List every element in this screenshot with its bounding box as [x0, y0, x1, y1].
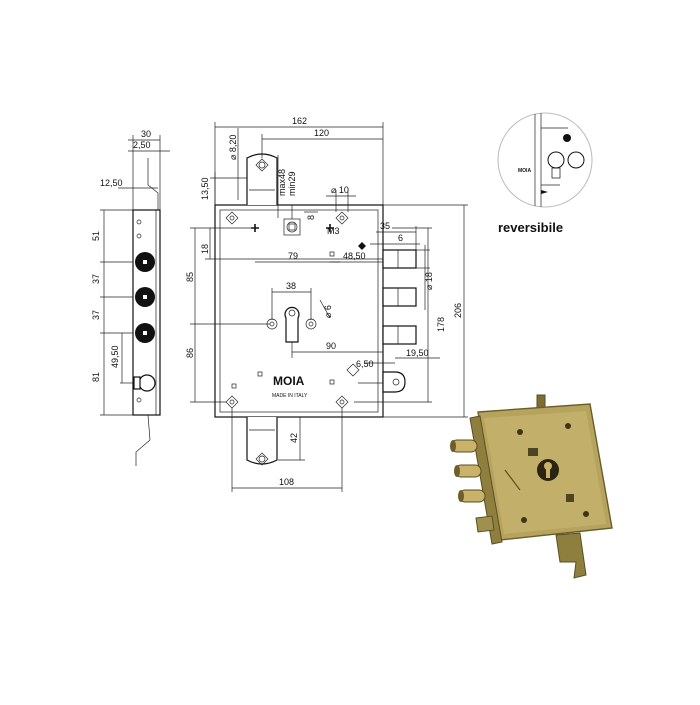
front-made-in-italy: MADE IN ITALY — [272, 393, 308, 399]
dim-108: 108 — [279, 477, 294, 487]
dim-10: ⌀ 10 — [331, 185, 349, 195]
dim-48-50: 48,50 — [343, 251, 366, 261]
thumb-brand: MOIA — [518, 168, 531, 174]
dim-90: 90 — [326, 341, 336, 351]
dim-85: 85 — [185, 272, 195, 282]
front-brand: MOIA — [273, 374, 305, 388]
dim-6-50: 6,50 — [356, 359, 374, 369]
lock-side-view: 30 2,50 12,50 51 37 37 49,50 81 — [91, 129, 170, 466]
reversibile-label: reversibile — [498, 220, 563, 235]
dim-19-50: 19,50 — [406, 348, 429, 358]
dim-162: 162 — [292, 116, 307, 126]
side-dim-37a: 37 — [91, 274, 101, 284]
dim-max48: max48 — [277, 169, 287, 196]
dim-18-bolt: ⌀ 18 — [424, 272, 434, 290]
side-hook-dim: 12,50 — [100, 178, 123, 188]
dim-178: 178 — [436, 317, 446, 332]
side-plate-dim: 2,50 — [133, 140, 151, 150]
dim-m3: M3 — [327, 226, 340, 236]
side-dim-49-50: 49,50 — [110, 345, 120, 368]
dim-8-20: ⌀ 8,20 — [228, 135, 238, 160]
dim-6: 6 — [398, 233, 403, 243]
dim-8: 8 — [306, 215, 316, 220]
dim-13-50: 13,50 — [200, 177, 210, 200]
reversible-lock-thumbnail: MOIA — [497, 112, 593, 208]
dim-38: 38 — [286, 281, 296, 291]
dim-35: 35 — [380, 221, 390, 231]
side-dim-51: 51 — [91, 231, 101, 241]
dim-6-key: ⌀ 6 — [323, 305, 333, 318]
dim-min29: min29 — [287, 171, 297, 196]
dim-79: 79 — [288, 251, 298, 261]
side-width-dim: 30 — [141, 129, 151, 139]
dim-120: 120 — [314, 128, 329, 138]
lock-front-view: MOIA MADE IN ITALY 162 120 ⌀ 8,20 13,50 … — [185, 116, 468, 492]
side-dim-81: 81 — [91, 372, 101, 382]
dim-206: 206 — [453, 303, 463, 318]
dim-18: 18 — [200, 244, 210, 254]
dim-42: 42 — [289, 433, 299, 443]
side-dim-37b: 37 — [91, 310, 101, 320]
lock-photo — [450, 394, 613, 579]
dim-86: 86 — [185, 348, 195, 358]
